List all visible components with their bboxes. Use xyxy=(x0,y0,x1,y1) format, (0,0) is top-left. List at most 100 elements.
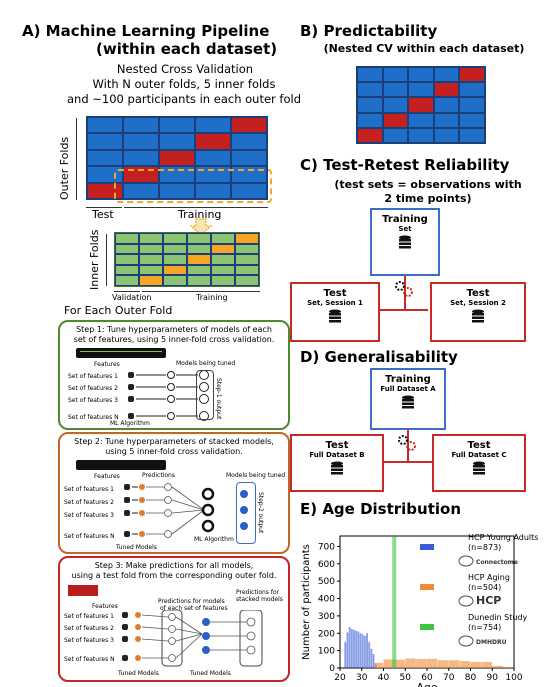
inner-fold-cell xyxy=(187,275,211,286)
y-tick-label: 700 xyxy=(318,542,335,552)
inner-training-label: Training xyxy=(196,293,228,302)
training-highlight xyxy=(114,169,272,203)
x-tick-label: 90 xyxy=(487,673,499,683)
fold-cell xyxy=(408,127,434,143)
fold-cell xyxy=(195,182,231,199)
y-tick-label: 100 xyxy=(318,647,335,657)
inner-fold-cell xyxy=(211,254,235,265)
fold-cell xyxy=(433,112,460,128)
inner-fold-cell xyxy=(163,275,187,286)
fold-cell xyxy=(408,97,434,113)
fold-cell xyxy=(357,112,383,128)
step2-setN: Set of features N xyxy=(64,533,115,540)
fold-cell xyxy=(195,133,231,150)
step2-output-label: Step-2 output xyxy=(257,492,264,534)
histogram-bar xyxy=(481,661,492,668)
x-tick-label: 60 xyxy=(421,673,433,683)
x-axis-label: Age xyxy=(416,681,438,687)
step1-set1: Set of features 1 xyxy=(68,373,118,380)
step3-pred-each: Predictions for models xyxy=(158,598,225,605)
y-tick-label: 500 xyxy=(318,577,335,587)
inner-fold-cell xyxy=(211,275,235,286)
histogram-bar xyxy=(405,658,416,668)
histogram-bar xyxy=(350,628,353,668)
fold-cell xyxy=(159,182,195,199)
fold-cell xyxy=(231,117,267,134)
x-tick-label: 20 xyxy=(334,673,346,683)
histogram-bar xyxy=(368,641,371,668)
histogram-bar xyxy=(503,667,514,668)
step3-features-label: Features xyxy=(92,603,118,610)
inner-fold-cell xyxy=(139,243,163,255)
histogram-bar xyxy=(346,632,349,668)
dataset-logo: Connectome xyxy=(476,559,518,566)
validation-bracket xyxy=(114,288,140,292)
fold-cell xyxy=(123,149,159,167)
step2-set1: Set of features 1 xyxy=(64,486,114,493)
inner-training-bracket xyxy=(142,288,260,292)
step2-ml-label: ML Algorithm xyxy=(194,536,234,543)
fold-cell xyxy=(159,117,195,134)
histogram-bar xyxy=(392,536,397,668)
fold-cell xyxy=(459,127,485,143)
inner-fold-cell xyxy=(235,233,259,244)
fold-cell xyxy=(231,182,267,199)
x-tick-label: 100 xyxy=(505,673,522,683)
step3-pred-each-2: of each set of features xyxy=(160,605,228,612)
test-bracket xyxy=(86,204,122,208)
panel-c-sub-2: 2 time points) xyxy=(384,192,472,205)
legend-swatch xyxy=(420,584,434,590)
histogram-bar xyxy=(448,660,460,668)
histogram-bar xyxy=(427,658,438,668)
fold-cell xyxy=(433,67,460,83)
step1-setN: Set of features N xyxy=(68,414,119,421)
histogram-bar xyxy=(492,665,503,668)
participants-desc: and ~100 participants in each outer fold xyxy=(66,92,302,106)
down-arrow-icon xyxy=(190,218,212,236)
y-tick-label: 400 xyxy=(318,595,335,605)
x-tick-label: 80 xyxy=(465,673,477,683)
training-bracket xyxy=(124,204,268,208)
step1-features-label: Features xyxy=(94,361,120,368)
nested-cv-label: Nested Cross Validation xyxy=(116,62,254,76)
step2-models-label: Models being tuned xyxy=(226,472,286,479)
step3-pred-stacked-2: stacked models xyxy=(236,596,283,603)
fold-cell xyxy=(459,112,485,128)
step2-set2: Set of features 2 xyxy=(64,499,114,506)
step1-box: Step 1: Tune hyperparameters of models o… xyxy=(58,320,290,430)
c-training-title: Training xyxy=(382,214,428,225)
histogram-bar xyxy=(374,662,384,668)
inner-fold-cell xyxy=(235,275,259,286)
step3-tuned-1: Tuned Models xyxy=(118,670,159,677)
histogram-bar xyxy=(366,633,368,668)
step2-flow-diagram xyxy=(124,483,248,538)
inner-fold-cell xyxy=(163,264,187,276)
c-test1-sub: Set, Session 1 xyxy=(307,299,363,307)
fold-cell xyxy=(159,149,195,167)
panel-e-heading: E) Age Distribution xyxy=(300,500,462,518)
database-icon xyxy=(472,309,484,323)
histogram-bar xyxy=(394,659,405,668)
step3-set2: Set of features 2 xyxy=(64,625,114,632)
inner-fold-cell xyxy=(115,254,139,265)
step3-set3: Set of features 3 xyxy=(64,637,114,644)
database-icon xyxy=(329,309,341,323)
step3-test-fold xyxy=(68,585,98,596)
histogram-bar xyxy=(348,627,351,668)
fold-cell xyxy=(357,97,383,113)
inner-fold-cell xyxy=(187,233,211,244)
fold-cell xyxy=(357,82,383,98)
d-training-sub: Full Dataset A xyxy=(380,385,436,393)
fold-cell xyxy=(408,82,434,98)
fold-cell xyxy=(159,133,195,150)
histogram-bar xyxy=(372,654,375,668)
histogram-bar xyxy=(361,634,364,668)
histogram-bar xyxy=(344,641,347,668)
step1-data-bar xyxy=(76,348,166,358)
inner-fold-cell xyxy=(163,243,187,255)
step2-output-box xyxy=(236,482,256,544)
step2-predictions-label: Predictions xyxy=(142,472,175,479)
legend-count: (n=504) xyxy=(468,583,501,592)
legend-count: (n=754) xyxy=(468,623,501,632)
step2-text-1: Step 2: Tune hyperparameters of stacked … xyxy=(74,437,274,446)
